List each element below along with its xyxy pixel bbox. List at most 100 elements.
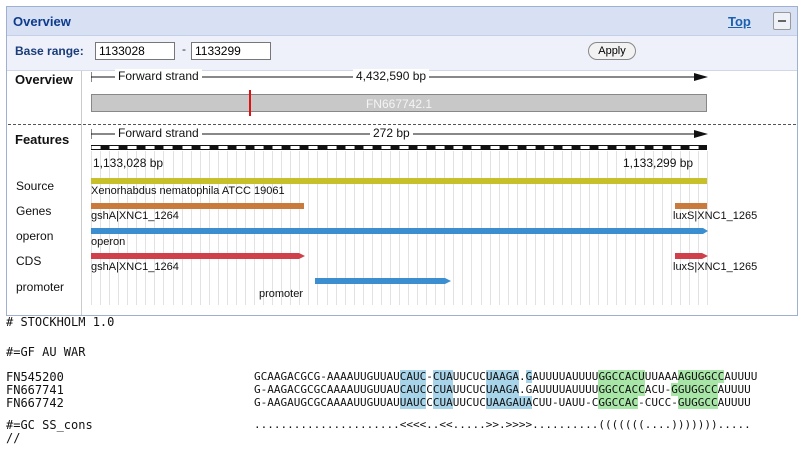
sequence-line: GCAAGACGCG-AAAAUUGUUAUCAUC-CUAUUCUCUAAGA… (254, 370, 757, 383)
sequence-segment: G-AAGACGCGCAAAAUUGUUAU (254, 383, 400, 396)
gene-luxS-bar[interactable] (675, 203, 707, 209)
stockholm-gf-line: #=GF AU WAR (6, 345, 86, 359)
ruler-segment (290, 146, 300, 149)
sequence-segment: . (518, 370, 526, 383)
section-divider (8, 124, 796, 125)
contig-label: FN667742.1 (365, 97, 433, 111)
sequence-segment: UUCUC (452, 370, 486, 383)
minimize-icon[interactable] (773, 12, 791, 30)
promoter-track-label: promoter (16, 280, 65, 294)
operon-feature-bar[interactable] (91, 227, 709, 235)
ruler-segment (127, 146, 137, 149)
sequence-name: FN667742 (6, 396, 64, 410)
ruler-segment (580, 146, 590, 149)
position-marker[interactable] (249, 90, 251, 116)
cds-luxS-bar[interactable] (675, 252, 709, 260)
ruler-segment (671, 146, 681, 149)
gene-gshA-label: gshA|XNC1_1264 (91, 210, 179, 222)
paired-region-blue: CUA (432, 383, 453, 396)
cds-gshA-label: gshA|XNC1_1264 (91, 261, 179, 273)
paired-region-blue: CUA (432, 396, 453, 409)
sequence-segment: AUUUU (717, 383, 751, 396)
ruler-segment (417, 146, 427, 149)
ruler-segment (91, 146, 101, 149)
ruler-segment (236, 146, 246, 149)
ruler-segment (145, 146, 155, 149)
ruler-segment (345, 146, 355, 149)
stockholm-header: # STOCKHOLM 1.0 (6, 315, 115, 329)
ruler-segment (471, 146, 481, 149)
sequence-name: FN545200 (6, 370, 64, 384)
range-dash: - (182, 42, 186, 56)
sequence-segment: C (426, 396, 433, 409)
sequence-segment: -CUCC- (638, 396, 678, 409)
ruler-segment (218, 146, 228, 149)
ss-cons-structure: ......................<<<<..<<.....>>.>>… (254, 418, 751, 431)
paired-region-green: AGUGGCC (677, 370, 725, 383)
paired-region-green: GGUGGCC (671, 383, 718, 396)
sequence-line: G-AAGACGCGCAAAAUUGUUAUCAUCCCUAUUCUCUAAGA… (254, 383, 751, 396)
overview-section-label: Overview (15, 72, 73, 87)
sequence-segment: AUUUU (717, 396, 751, 409)
ruler-segment (399, 146, 409, 149)
ss-cons-name: #=GC SS_cons (6, 418, 93, 432)
base-range-row: Base range: - Apply (7, 36, 797, 71)
sequence-segment: .GAUUUUAUUUU (518, 383, 599, 396)
source-feature-bar[interactable] (91, 178, 707, 184)
sequence-segment: - (426, 370, 433, 383)
ruler-segment (508, 146, 518, 149)
end-coordinate: 1,133,299 bp (623, 156, 694, 170)
label-separator (81, 71, 82, 315)
base-range-label: Base range: (15, 44, 84, 58)
gene-gshA-bar[interactable] (91, 203, 304, 209)
ruler-segment (526, 146, 536, 149)
panel-title: Overview (13, 14, 71, 29)
top-link[interactable]: Top (728, 14, 751, 29)
ruler-segment (327, 146, 337, 149)
sequence-segment: UUAAA (644, 370, 678, 383)
promoter-feature-bar[interactable] (315, 277, 455, 285)
contig-bar[interactable]: FN667742.1 (91, 94, 707, 112)
operon-feature-label: operon (91, 236, 126, 248)
cds-gshA-bar[interactable] (91, 252, 311, 260)
ruler-segment (163, 146, 173, 149)
genes-track-label: Genes (16, 204, 52, 218)
range-end-input[interactable] (191, 42, 271, 60)
ruler-segment (381, 146, 391, 149)
panel-header: Overview Top (7, 7, 797, 36)
overview-strand-text: Forward strand (115, 69, 202, 83)
paired-region-blue: UAAGA (485, 370, 519, 383)
ruler-segment (490, 146, 500, 149)
ruler-segment (707, 146, 709, 149)
features-length: 272 bp (370, 126, 413, 140)
ruler-segment (598, 146, 608, 149)
paired-region-blue: UAUC (399, 396, 427, 409)
sequence-segment: G-AAGAUGCGCAAAAUUGUUAU (254, 396, 400, 409)
sequence-segment: ACU- (644, 383, 672, 396)
features-strand-text: Forward strand (115, 126, 202, 140)
source-feature-label: Xenorhabdus nematophila ATCC 19061 (91, 185, 285, 197)
ruler-segment (616, 146, 626, 149)
range-start-input[interactable] (95, 42, 175, 60)
apply-button[interactable]: Apply (588, 42, 636, 60)
stockholm-terminator: // (6, 431, 21, 445)
sequence-name: FN667741 (6, 383, 64, 397)
ruler-segment (635, 146, 645, 149)
ruler-segment (363, 146, 373, 149)
paired-region-green: GUGGCC (677, 396, 718, 409)
sequence-segment: UUCUC (452, 383, 486, 396)
paired-region-green: GGCCAC (598, 396, 639, 409)
cds-track-label: CDS (16, 254, 42, 268)
sequence-segment: AUUUUAUUUU (532, 370, 599, 383)
ruler-segment (182, 146, 192, 149)
ruler-segment (308, 146, 318, 149)
sequence-line: G-AAGAUGCGCAAAAUUGUUAUUAUCCCUAUUCUCUAAGA… (254, 396, 751, 409)
ruler-segment (544, 146, 554, 149)
sequence-segment: UUCUC (452, 396, 486, 409)
paired-region-blue: UAAGA (485, 383, 519, 396)
sequence-segment: AUUUU (724, 370, 758, 383)
paired-region-blue: UAAGAUA (485, 396, 533, 409)
paired-region-green: GGCCACC (598, 383, 645, 396)
ruler-segment (653, 146, 663, 149)
start-coordinate: 1,133,028 bp (93, 156, 164, 170)
